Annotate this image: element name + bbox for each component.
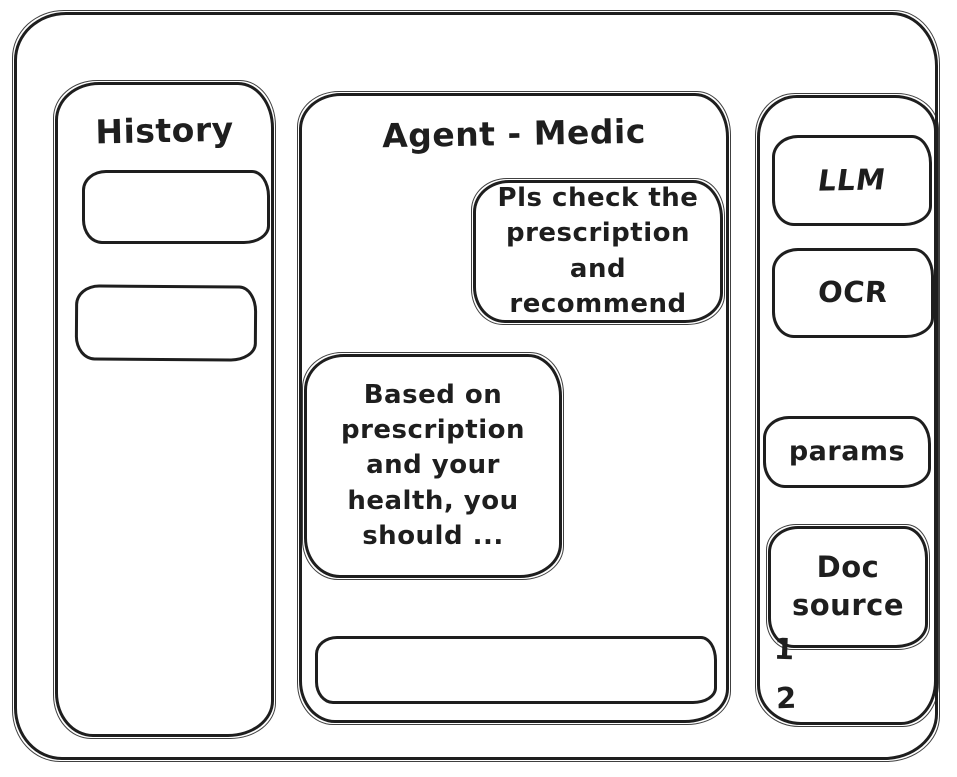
ocr-button[interactable]: OCR (772, 248, 934, 338)
message-input[interactable] (315, 636, 717, 704)
app-window: History Agent - Medic Pls check the pres… (12, 10, 940, 762)
tools-panel: LLM OCR params Doc source 1 2 (755, 93, 939, 727)
assistant-message-bubble: Based on prescription and your health, y… (302, 352, 564, 580)
assistant-message-text: Based on prescription and your health, y… (340, 380, 525, 551)
chat-panel: Agent - Medic Pls check the prescription… (297, 91, 731, 725)
user-message-bubble: Pls check the prescription and recommend (471, 178, 725, 325)
ocr-button-label: OCR (816, 275, 890, 310)
llm-button-label: LLM (815, 162, 889, 198)
doc-source-item-1[interactable]: 1 (773, 631, 796, 667)
doc-source-item-2[interactable]: 2 (775, 680, 798, 716)
history-title: History (94, 109, 235, 152)
params-button[interactable]: params (763, 416, 931, 488)
history-item-1[interactable] (82, 170, 270, 244)
history-panel: History (53, 80, 276, 739)
chat-title: Agent - Medic (381, 111, 647, 156)
llm-button[interactable]: LLM (772, 135, 932, 226)
user-message-text: Pls check the prescription and recommend (497, 183, 699, 319)
doc-source-button[interactable]: Doc source (766, 524, 930, 650)
params-button-label: params (788, 436, 906, 468)
history-item-2[interactable] (74, 284, 258, 362)
doc-source-button-label: Doc source (792, 550, 904, 622)
